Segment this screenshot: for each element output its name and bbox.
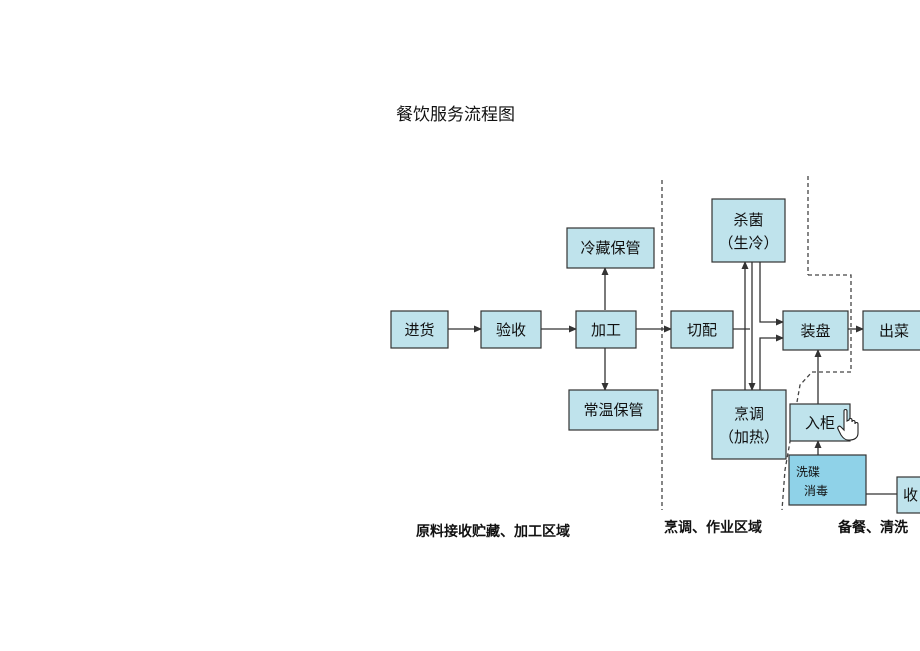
node-chucai: 出菜: [862, 310, 920, 351]
node-qiepei: 切配: [670, 310, 734, 349]
node-rugui: 入柜: [789, 403, 851, 442]
arrow-shajun-zhuangpan: [759, 262, 784, 326]
arrow-pengtiao-zhuangpan: [759, 334, 784, 390]
node-shou-label: 收: [903, 486, 918, 504]
node-jinhuo-label: 进货: [404, 321, 434, 339]
node-chucai-label: 出菜: [879, 322, 909, 340]
node-changwen-label: 常温保管: [583, 401, 643, 419]
hand-cursor-icon: [837, 408, 859, 441]
node-xidie-label-2: 消毒: [804, 484, 828, 498]
node-zhuangpan: 装盘: [782, 310, 849, 351]
region-label-right: 备餐、清洗: [837, 519, 908, 536]
region-divider-3: [781, 274, 852, 511]
node-lengcang: 冷藏保管: [566, 227, 655, 269]
node-jiagong-label: 加工: [591, 321, 621, 339]
node-changwen: 常温保管: [568, 389, 659, 431]
node-yanshou-label: 验收: [496, 321, 526, 339]
region-label-middle: 烹调、作业区域: [664, 519, 762, 536]
node-qiepei-label: 切配: [687, 321, 717, 339]
node-pengtiao-label-2: （加热）: [719, 428, 779, 446]
node-zhuangpan-label: 装盘: [800, 322, 830, 340]
node-rugui-label: 入柜: [805, 414, 835, 432]
node-shajun-label-2: （生冷）: [718, 234, 778, 252]
page-title: 餐饮服务流程图: [396, 105, 515, 125]
region-label-left: 原料接收贮藏、加工区域: [416, 523, 570, 540]
node-jinhuo: 进货: [390, 310, 449, 349]
node-pengtiao-label-1: 烹调: [734, 405, 764, 423]
node-shou: 收: [896, 476, 920, 514]
node-shajun-label-1: 杀菌: [733, 211, 763, 229]
node-lengcang-label: 冷藏保管: [580, 239, 640, 257]
node-xidie-label-1: 洗碟: [796, 465, 820, 479]
node-shajun: 杀菌 （生冷）: [711, 198, 786, 263]
node-yanshou: 验收: [480, 310, 542, 349]
node-xidie: 洗碟 消毒: [788, 454, 867, 506]
node-pengtiao: 烹调 （加热）: [711, 389, 787, 460]
node-jiagong: 加工: [575, 310, 637, 349]
